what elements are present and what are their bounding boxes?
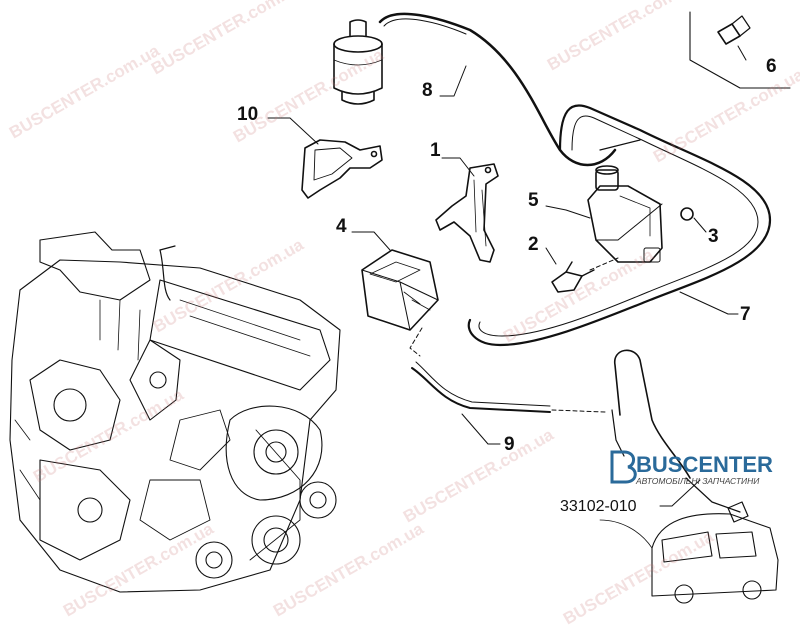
callout-7: 7 [740,304,751,325]
callout-2: 2 [528,234,539,255]
callout-6: 6 [766,56,777,77]
callout-9: 9 [504,434,515,455]
check-valve-2-icon [551,257,619,293]
brand-name: BUSCENTER [636,452,773,477]
nut-3-icon [680,207,694,221]
bracket-1-icon [435,163,499,263]
vacuum-pipe [614,349,691,479]
hose-8 [378,12,617,167]
callout-5: 5 [528,190,539,211]
hose-7 [467,104,772,347]
part-number-label: 33102-010 [560,498,637,515]
bolt-6-icon [717,15,751,45]
callout-8: 8 [422,80,433,101]
engine-illustration-icon [9,231,341,593]
solenoid-valve-5-icon [587,165,663,263]
filter-canister-icon [333,19,383,105]
bracket-10-icon [301,139,383,199]
control-module-4-icon [361,249,439,357]
callout-3: 3 [708,226,719,247]
buscenter-logo: BUSCENTER АВТОМОБІЛЬНІ ЗАПЧАСТИНИ [610,450,773,486]
callout-1: 1 [430,140,441,161]
callout-10: 10 [237,104,259,125]
logo-b-icon [610,450,637,484]
callout-4: 4 [336,216,347,237]
van-illustration-icon [599,513,779,604]
hose-9 [411,367,551,413]
brand-tagline: АВТОМОБІЛЬНІ ЗАПЧАСТИНИ [636,476,760,486]
